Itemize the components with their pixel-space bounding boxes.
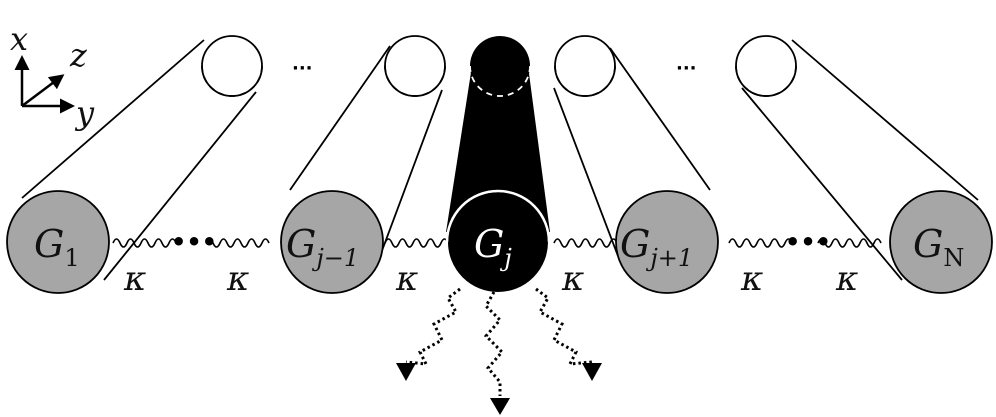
coupling-label-2: κ [226, 259, 249, 299]
node-label: Gj [474, 222, 512, 272]
spring-1 [112, 238, 177, 248]
waveguide-tube-5 [735, 35, 979, 281]
coupling-labels: κ κ κ κ κ κ [123, 259, 858, 299]
node-disc [6, 190, 110, 294]
spring-5 [728, 238, 793, 248]
node-disc [615, 190, 719, 294]
waveguide-node-5: GN [889, 190, 993, 294]
y-axis-label: y [74, 94, 95, 132]
waveguide-tube-1 [21, 35, 263, 281]
node-disc [889, 190, 993, 294]
coupling-label-6: κ [835, 259, 858, 299]
z-axis-label: z [69, 36, 88, 74]
ellipsis-top-right: ··· [676, 58, 697, 79]
emission-arrow-right [535, 287, 602, 381]
node-disc [280, 190, 384, 294]
node-label: Gj−1 [286, 222, 359, 272]
coupling-label-3: κ [395, 259, 418, 299]
waveguide-node-2: Gj−1 [280, 190, 384, 294]
x-axis-label: x [10, 20, 28, 58]
node-label: GN [913, 222, 964, 272]
axes-indicator: x z y [10, 20, 95, 132]
waveguide-tube-highlight [446, 36, 550, 232]
waveguide-node-highlight: Gj [445, 189, 551, 294]
emission-arrow-center [483, 291, 510, 415]
coupling-label-5: κ [740, 259, 763, 299]
waveguide-tube-2 [289, 35, 446, 257]
ellipsis-top-left: ··· [292, 58, 313, 79]
ellipsis-chain-left: ••• [171, 228, 217, 256]
coupling-label-4: κ [561, 259, 584, 299]
coupling-label-1: κ [123, 259, 146, 299]
spring-2 [205, 238, 270, 248]
emission-arrow-left [396, 287, 461, 381]
waveguide-tubes [21, 35, 979, 281]
waveguide-node-1: G1 [6, 190, 110, 294]
coupling-springs [112, 238, 882, 248]
spring-4 [553, 238, 618, 248]
spring-6 [817, 238, 882, 248]
emission-arrows [396, 287, 602, 415]
z-axis-arrow [21, 74, 65, 107]
ellipsis-chain-right: ••• [785, 228, 831, 256]
node-label: Gj+1 [620, 222, 693, 272]
waveguide-node-4: Gj+1 [615, 190, 719, 294]
spring-3 [384, 238, 449, 248]
node-label: G1 [34, 222, 80, 272]
waveguide-tube-4 [553, 35, 711, 257]
